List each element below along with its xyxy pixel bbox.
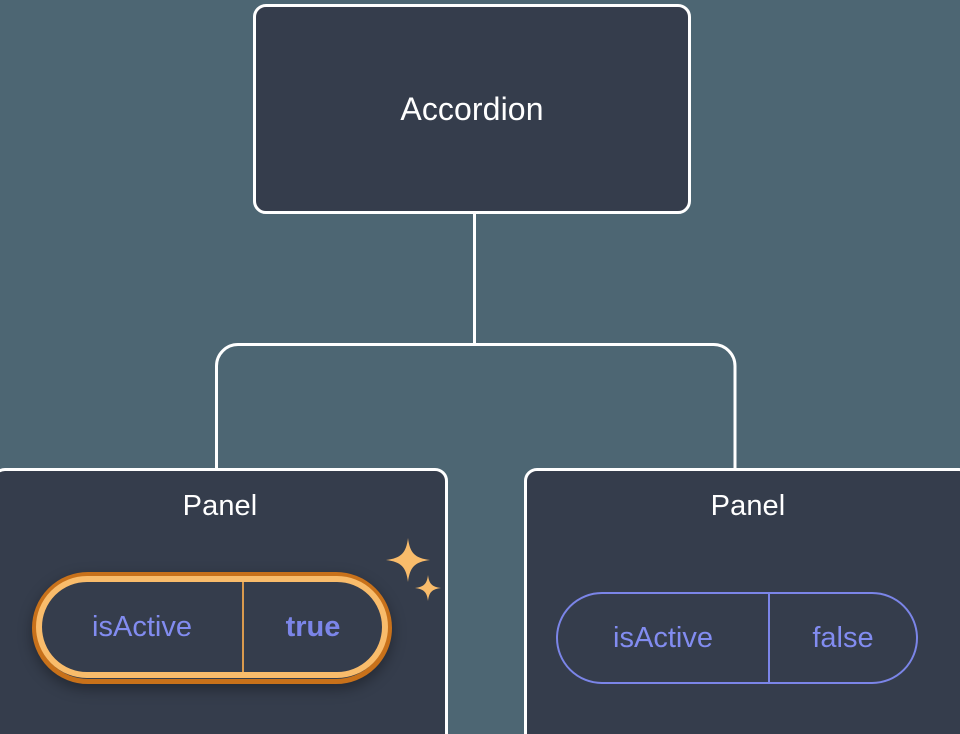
panel-node-title: Panel bbox=[710, 490, 786, 522]
prop-pill-wrapper-active: isActive true bbox=[32, 572, 392, 684]
prop-value-label: false bbox=[768, 594, 916, 682]
panel-node-title: Panel bbox=[182, 490, 258, 522]
prop-pill-inner-ring: isActive true bbox=[36, 576, 388, 678]
tree-node-root[interactable]: Accordion bbox=[253, 4, 691, 214]
prop-key-label: isActive bbox=[92, 610, 192, 643]
prop-value-label: true bbox=[242, 582, 382, 672]
prop-pill-is-active-false[interactable]: isActive false bbox=[556, 592, 918, 684]
prop-pill-is-active-true[interactable]: isActive true bbox=[32, 572, 392, 684]
prop-pill-wrapper-inactive: isActive false bbox=[556, 592, 918, 684]
prop-key-label: isActive bbox=[613, 621, 713, 654]
root-node-title: Accordion bbox=[400, 90, 544, 127]
connector-children-bracket bbox=[215, 343, 737, 470]
